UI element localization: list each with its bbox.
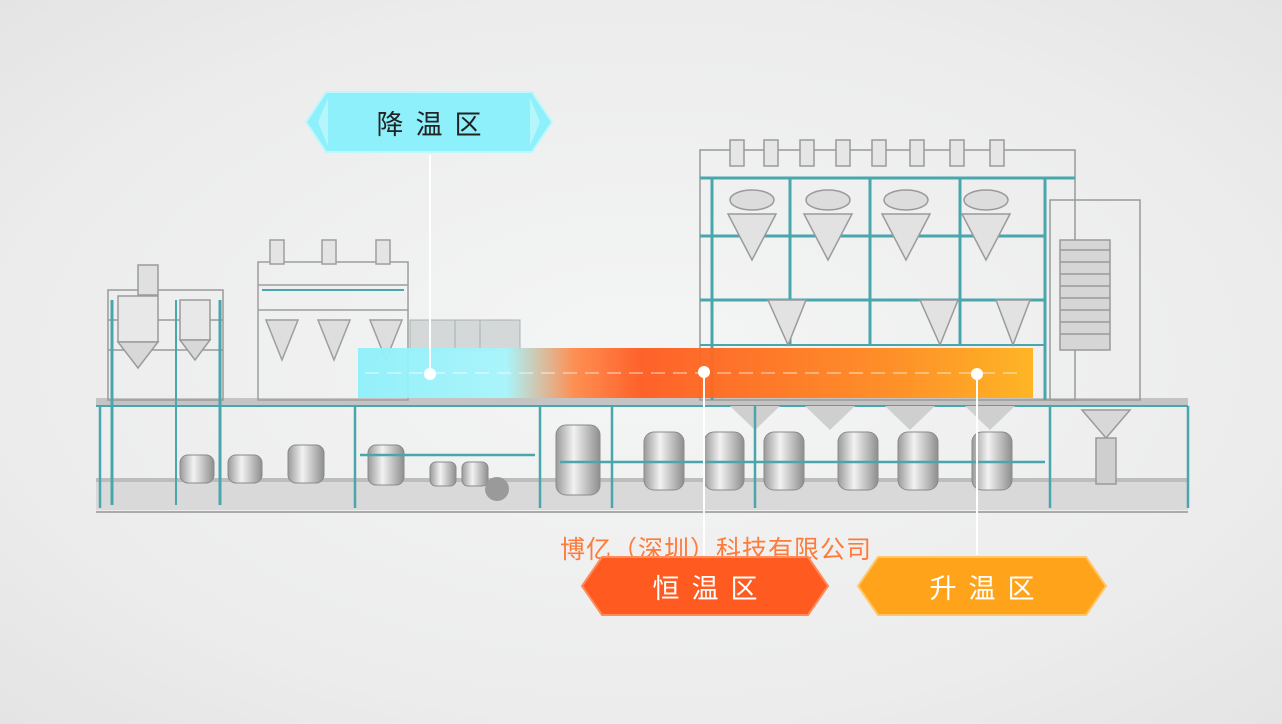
base-platform (96, 478, 1188, 513)
leader-lines (429, 155, 978, 555)
left-tower (107, 264, 224, 505)
hexagon-badge-icon (580, 556, 830, 616)
zone-label-cooling-text: 降温区 (376, 109, 494, 141)
hopper-frame-left (257, 239, 409, 401)
main-deck (96, 398, 1188, 407)
zone-label-cooling: 降温区 (304, 90, 554, 154)
zone-label-heating: 升温区 (856, 555, 1108, 617)
hexagon-badge-icon (304, 91, 554, 153)
zone-label-constant: 恒温区 (580, 555, 830, 617)
temperature-band (358, 348, 1033, 398)
cabinet (409, 319, 521, 351)
hexagon-badge-icon (856, 556, 1108, 616)
zone-label-heating-text: 升温区 (929, 573, 1047, 605)
right-tower (699, 139, 1141, 485)
zone-label-constant-text: 恒温区 (652, 573, 770, 605)
